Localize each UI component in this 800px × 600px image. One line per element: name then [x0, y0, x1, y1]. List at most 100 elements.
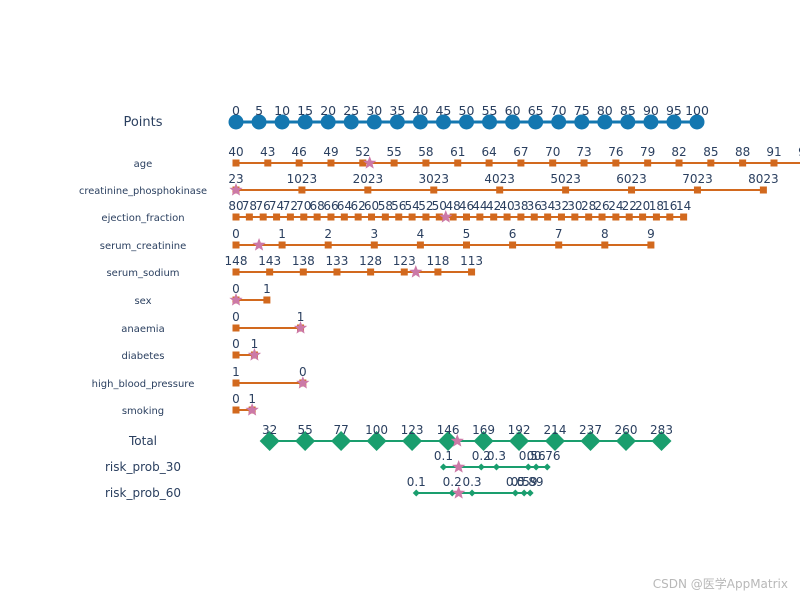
tick-label-total: 146: [437, 423, 460, 437]
tick-marker-creatinine-phosphokinase: [364, 186, 372, 194]
tick-label-high-blood-pressure: 1: [232, 365, 240, 379]
tick-marker-creatinine-phosphokinase: [628, 186, 636, 194]
tick-marker-points: [528, 114, 544, 130]
tick-label-age: 79: [640, 145, 655, 159]
tick-label-ejection-fraction: 74: [269, 199, 284, 213]
tick-marker-age: [454, 159, 462, 167]
tick-label-creatinine-phosphokinase: 4023: [484, 172, 515, 186]
tick-marker-serum-sodium: [468, 268, 476, 276]
tick-label-age: 49: [323, 145, 338, 159]
tick-marker-age: [359, 159, 367, 167]
tick-label-total: 237: [579, 423, 602, 437]
tick-label-age: 64: [481, 145, 496, 159]
tick-label-ejection-fraction: 46: [459, 199, 474, 213]
tick-label-total: 77: [333, 423, 348, 437]
tick-marker-ejection-fraction: [666, 213, 674, 221]
tick-label-serum-creatinine: 2: [324, 227, 332, 241]
tick-label-ejection-fraction: 40: [499, 199, 514, 213]
tick-marker-age: [422, 159, 430, 167]
tick-marker-risk-prob-60: [468, 489, 476, 497]
tick-label-ejection-fraction: 34: [540, 199, 555, 213]
tick-label-sex: 0: [232, 282, 240, 296]
tick-marker-creatinine-phosphokinase: [759, 186, 767, 194]
tick-marker-age: [770, 159, 778, 167]
tick-marker-points: [505, 114, 521, 130]
tick-label-ejection-fraction: 28: [581, 199, 596, 213]
tick-label-age: 91: [766, 145, 781, 159]
tick-label-ejection-fraction: 32: [554, 199, 569, 213]
tick-label-risk-prob-30: 0.6: [527, 449, 546, 463]
tick-marker-risk-prob-30: [532, 463, 540, 471]
tick-marker-serum-sodium: [434, 268, 442, 276]
watermark: CSDN @医学AppMatrix: [652, 577, 788, 591]
tick-label-risk-prob-60: 0.1: [407, 475, 426, 489]
tick-marker-age: [327, 159, 335, 167]
tick-marker-serum-sodium: [232, 268, 240, 276]
tick-label-serum-creatinine: 6: [509, 227, 517, 241]
tick-label-points: 15: [297, 103, 313, 118]
tick-label-points: 10: [274, 103, 290, 118]
tick-marker-total: [509, 431, 530, 451]
tick-marker-ejection-fraction: [490, 213, 498, 221]
tick-marker-ejection-fraction: [408, 213, 416, 221]
star-marker-creatinine-phosphokinase: [229, 183, 243, 196]
tick-marker-ejection-fraction: [625, 213, 633, 221]
tick-marker-ejection-fraction: [680, 213, 688, 221]
tick-label-age: 85: [703, 145, 718, 159]
row-label-total: Total: [128, 434, 157, 448]
star-marker-ejection-fraction: [439, 210, 453, 223]
tick-label-age: 55: [386, 145, 401, 159]
tick-label-sex: 1: [263, 282, 271, 296]
tick-marker-ejection-fraction: [232, 213, 240, 221]
tick-label-risk-prob-60: 0.2: [443, 475, 462, 489]
tick-label-serum-sodium: 118: [426, 254, 449, 268]
star-marker-high-blood-pressure: [296, 376, 310, 389]
tick-label-risk-prob-60: 0.3: [462, 475, 481, 489]
tick-label-total: 123: [401, 423, 424, 437]
star-marker-anaemia: [293, 321, 308, 334]
tick-marker-total: [366, 431, 387, 451]
tick-label-age: 82: [671, 145, 686, 159]
tick-marker-age: [264, 159, 272, 167]
tick-label-ejection-fraction: 14: [676, 199, 691, 213]
tick-marker-high-blood-pressure: [232, 379, 240, 387]
row-label-anaemia: anaemia: [121, 324, 164, 335]
tick-marker-total: [259, 431, 280, 451]
tick-label-age: 94: [798, 145, 800, 159]
tick-marker-ejection-fraction: [259, 213, 267, 221]
tick-marker-ejection-fraction: [557, 213, 565, 221]
tick-marker-ejection-fraction: [273, 213, 281, 221]
tick-label-creatinine-phosphokinase: 7023: [682, 172, 713, 186]
tick-label-points: 95: [666, 103, 682, 118]
tick-label-ejection-fraction: 54: [404, 199, 419, 213]
row-label-creatinine-phosphokinase: creatinine_phosphokinase: [79, 186, 207, 197]
tick-label-serum-sodium: 133: [326, 254, 349, 268]
tick-marker-diabetes: [232, 351, 240, 359]
tick-marker-points: [620, 114, 636, 130]
tick-marker-creatinine-phosphokinase: [496, 186, 504, 194]
tick-marker-serum-creatinine: [370, 241, 378, 249]
tick-marker-ejection-fraction: [571, 213, 579, 221]
tick-marker-risk-prob-30: [492, 463, 500, 471]
tick-marker-ejection-fraction: [476, 213, 484, 221]
tick-label-total: 192: [508, 423, 531, 437]
tick-label-points: 75: [574, 103, 590, 118]
tick-marker-serum-creatinine: [601, 241, 609, 249]
tick-label-serum-sodium: 128: [359, 254, 382, 268]
tick-marker-ejection-fraction: [381, 213, 389, 221]
tick-marker-ejection-fraction: [598, 213, 606, 221]
tick-marker-risk-prob-60: [520, 489, 528, 497]
tick-marker-age: [675, 159, 683, 167]
tick-marker-points: [689, 114, 705, 130]
tick-label-risk-prob-30: 0.5: [519, 449, 538, 463]
tick-label-points: 90: [643, 103, 659, 118]
tick-label-points: 70: [551, 103, 567, 118]
tick-label-ejection-fraction: 60: [364, 199, 379, 213]
tick-label-total: 169: [472, 423, 495, 437]
tick-label-ejection-fraction: 30: [567, 199, 582, 213]
tick-label-ejection-fraction: 26: [594, 199, 609, 213]
tick-marker-serum-creatinine: [555, 241, 563, 249]
tick-label-ejection-fraction: 68: [309, 199, 324, 213]
tick-label-serum-creatinine: 1: [278, 227, 286, 241]
tick-label-serum-sodium: 143: [258, 254, 281, 268]
